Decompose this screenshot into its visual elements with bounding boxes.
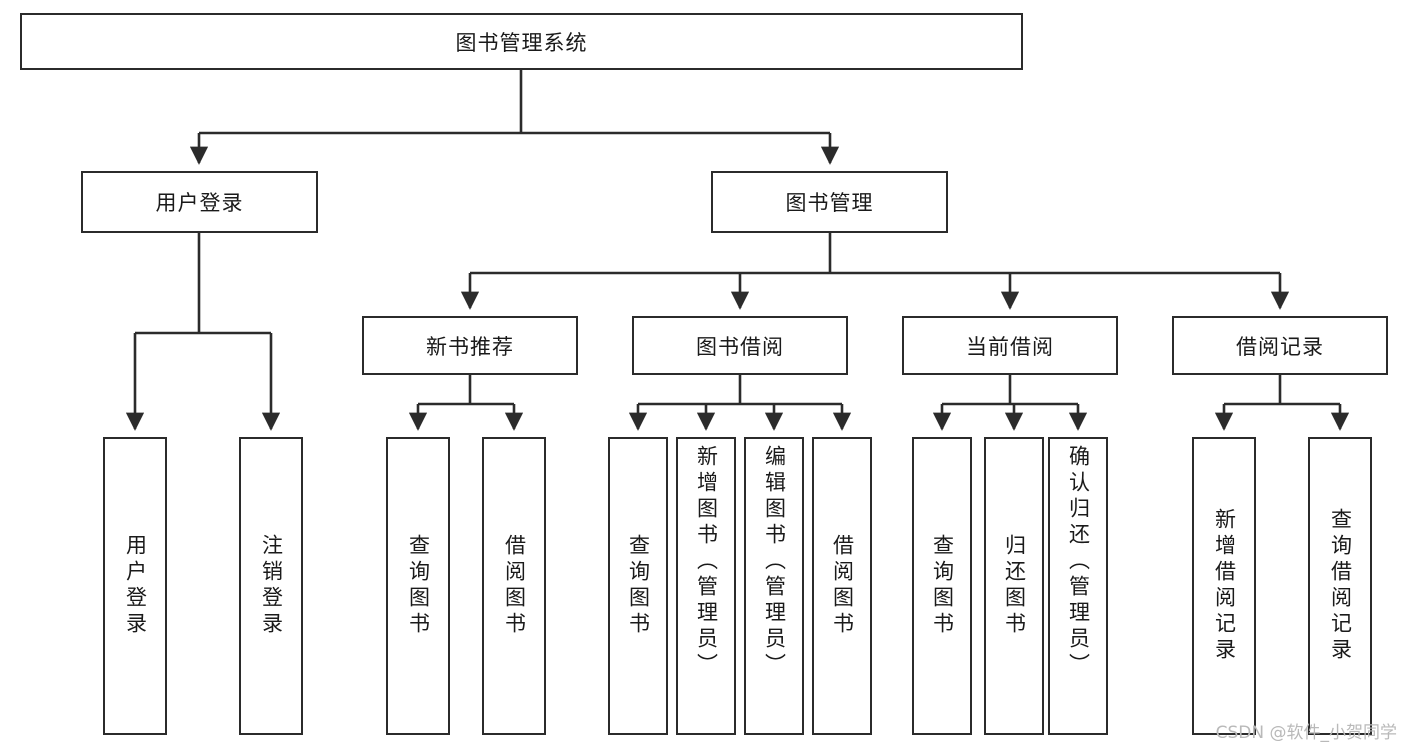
csdn-watermark: CSDN @软件_小贺同学 bbox=[1215, 723, 1397, 743]
leaf-user-login[interactable]: 用户登录 bbox=[103, 437, 167, 735]
node-new-book-recommend[interactable]: 新书推荐 bbox=[362, 316, 578, 375]
node-label: 借阅记录 bbox=[1236, 334, 1324, 359]
leaf-borrow-book-recommend[interactable]: 借阅图书 bbox=[482, 437, 546, 735]
node-root-system[interactable]: 图书管理系统 bbox=[20, 13, 1023, 70]
leaf-query-borrow-record[interactable]: 查询借阅记录 bbox=[1308, 437, 1372, 735]
leaf-confirm-return-admin[interactable]: 确认归还（管理员） bbox=[1048, 437, 1108, 735]
node-borrow-record[interactable]: 借阅记录 bbox=[1172, 316, 1388, 375]
node-label: 新增借阅记录 bbox=[1212, 508, 1237, 664]
node-label: 图书管理系统 bbox=[455, 30, 588, 55]
node-label: 新增图书（管理员） bbox=[694, 445, 719, 679]
leaf-add-book-admin[interactable]: 新增图书（管理员） bbox=[676, 437, 736, 735]
node-label: 图书管理 bbox=[785, 191, 874, 215]
node-label: 确认归还（管理员） bbox=[1066, 445, 1091, 679]
leaf-query-book-borrow[interactable]: 查询图书 bbox=[608, 437, 668, 735]
node-label: 查询借阅记录 bbox=[1328, 508, 1353, 664]
leaf-borrow-book[interactable]: 借阅图书 bbox=[812, 437, 872, 735]
node-label: 查询图书 bbox=[930, 534, 955, 638]
node-label: 图书借阅 bbox=[696, 334, 784, 359]
node-book-management[interactable]: 图书管理 bbox=[711, 171, 948, 233]
node-current-borrow[interactable]: 当前借阅 bbox=[902, 316, 1118, 375]
node-label: 归还图书 bbox=[1002, 534, 1027, 638]
node-label: 注销登录 bbox=[259, 534, 284, 638]
node-user-login[interactable]: 用户登录 bbox=[81, 171, 318, 233]
node-label: 借阅图书 bbox=[502, 534, 527, 638]
leaf-add-borrow-record[interactable]: 新增借阅记录 bbox=[1192, 437, 1256, 735]
node-label: 新书推荐 bbox=[426, 334, 514, 359]
leaf-query-book-recommend[interactable]: 查询图书 bbox=[386, 437, 450, 735]
leaf-query-book-current[interactable]: 查询图书 bbox=[912, 437, 972, 735]
node-label: 当前借阅 bbox=[966, 334, 1054, 359]
node-label: 查询图书 bbox=[626, 534, 651, 638]
node-label: 用户登录 bbox=[155, 191, 244, 215]
node-label: 编辑图书（管理员） bbox=[762, 445, 787, 679]
node-label: 用户登录 bbox=[123, 534, 148, 638]
leaf-user-logout[interactable]: 注销登录 bbox=[239, 437, 303, 735]
node-label: 借阅图书 bbox=[830, 534, 855, 638]
node-book-borrow[interactable]: 图书借阅 bbox=[632, 316, 848, 375]
node-label: 查询图书 bbox=[406, 534, 431, 638]
leaf-edit-book-admin[interactable]: 编辑图书（管理员） bbox=[744, 437, 804, 735]
leaf-return-book[interactable]: 归还图书 bbox=[984, 437, 1044, 735]
